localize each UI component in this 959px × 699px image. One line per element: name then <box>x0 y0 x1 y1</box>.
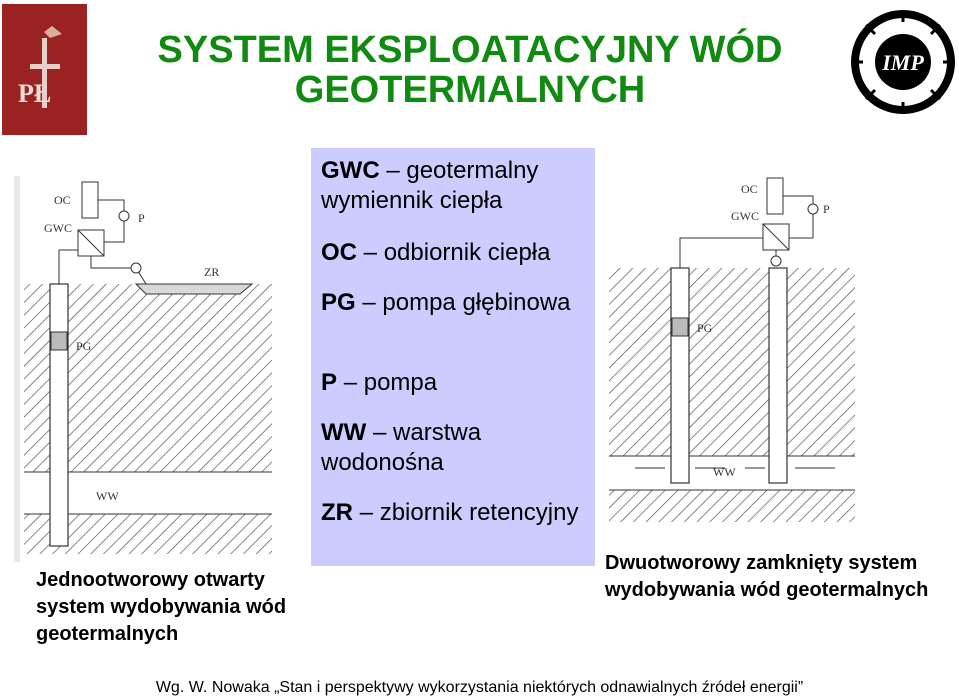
svg-text:OC: OC <box>741 182 758 196</box>
caption-closed-system: Dwuotworowy zamknięty system wydobywania… <box>605 552 929 601</box>
svg-text:GWC: GWC <box>731 209 759 223</box>
logo-text: IMP <box>881 50 924 75</box>
university-logo: PŁ <box>2 4 87 135</box>
svg-text:P: P <box>138 211 145 225</box>
svg-text:P: P <box>823 202 830 216</box>
svg-text:WW: WW <box>713 465 736 479</box>
caption-open-system: Jednootworowy otwarty system wydobywania… <box>36 569 287 645</box>
source-footer: Wg. W. Nowaka „Stan i perspektywy wykorz… <box>155 679 804 696</box>
legend-item-oc: OC – odbiornik ciepła <box>321 239 551 266</box>
imp-logo: IMP <box>848 6 958 119</box>
svg-text:GWC: GWC <box>44 221 72 235</box>
svg-text:PG: PG <box>697 321 713 335</box>
legend-item-gwc: GWC – geotermalny wymiennik ciepła <box>321 157 539 214</box>
logo-text: PŁ <box>18 79 51 108</box>
svg-text:PG: PG <box>76 339 92 353</box>
legend-box: GWC – geotermalny wymiennik ciepła OC – … <box>311 148 595 566</box>
legend-item-zr: ZR – zbiornik retencyjny <box>321 499 579 526</box>
diagram-open-system: OC GWC P ZR PG WW <box>14 172 276 562</box>
legend-item-p: P – pompa <box>321 369 438 396</box>
svg-text:WW: WW <box>96 489 119 503</box>
page-title: SYSTEM EKSPLOATACYJNY WÓD GEOTERMALNYCH <box>157 29 783 111</box>
legend-item-ww: WW – warstwa wodonośna <box>321 419 482 476</box>
diagram-closed-system: OC GWC P PG WW <box>605 168 857 528</box>
legend-item-pg: PG – pompa głębinowa <box>321 289 571 316</box>
svg-text:ZR: ZR <box>204 265 219 279</box>
svg-text:OC: OC <box>54 193 71 207</box>
